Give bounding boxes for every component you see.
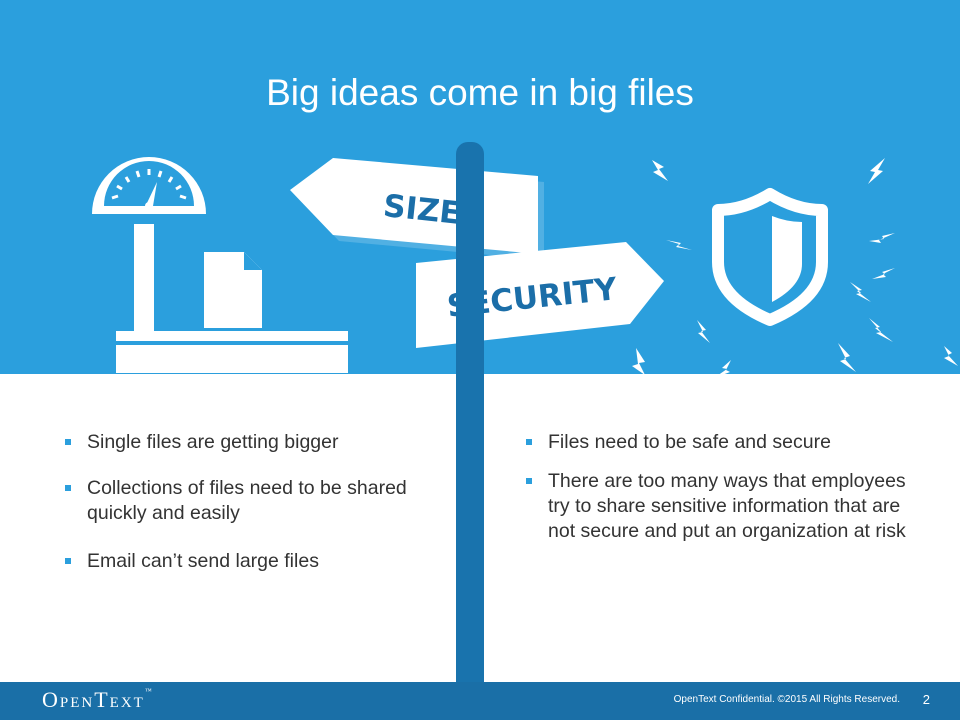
scale-icon xyxy=(92,157,348,373)
signpost-pole xyxy=(456,142,484,682)
size-bullet-list: Single files are getting bigger Collecti… xyxy=(62,430,442,574)
list-item: There are too many ways that employees t… xyxy=(523,469,923,544)
list-item: Single files are getting bigger xyxy=(62,430,442,455)
list-item: Email can’t send large files xyxy=(62,549,442,574)
slide-title: Big ideas come in big files xyxy=(266,72,694,113)
page-number: 2 xyxy=(922,692,930,707)
list-item: Files need to be safe and secure xyxy=(523,430,923,455)
size-sign: SIZE xyxy=(290,158,544,260)
security-sign: SECURITY xyxy=(416,242,664,348)
document-icon xyxy=(204,252,262,328)
size-sign-label: SIZE xyxy=(382,188,463,232)
security-bullet-list: Files need to be safe and secure There a… xyxy=(523,430,923,544)
footer-bar: OpenText™ OpenText Confidential. ©2015 A… xyxy=(0,682,960,720)
opentext-logo: OpenText™ xyxy=(42,687,152,713)
trademark-mark: ™ xyxy=(144,687,152,695)
list-item: Collections of files need to be shared q… xyxy=(62,476,442,526)
confidential-notice: OpenText Confidential. ©2015 All Rights … xyxy=(673,694,900,705)
logo-text: OpenText xyxy=(42,687,145,712)
lightning-bolt-icon xyxy=(632,158,958,378)
shield-icon xyxy=(712,188,828,326)
